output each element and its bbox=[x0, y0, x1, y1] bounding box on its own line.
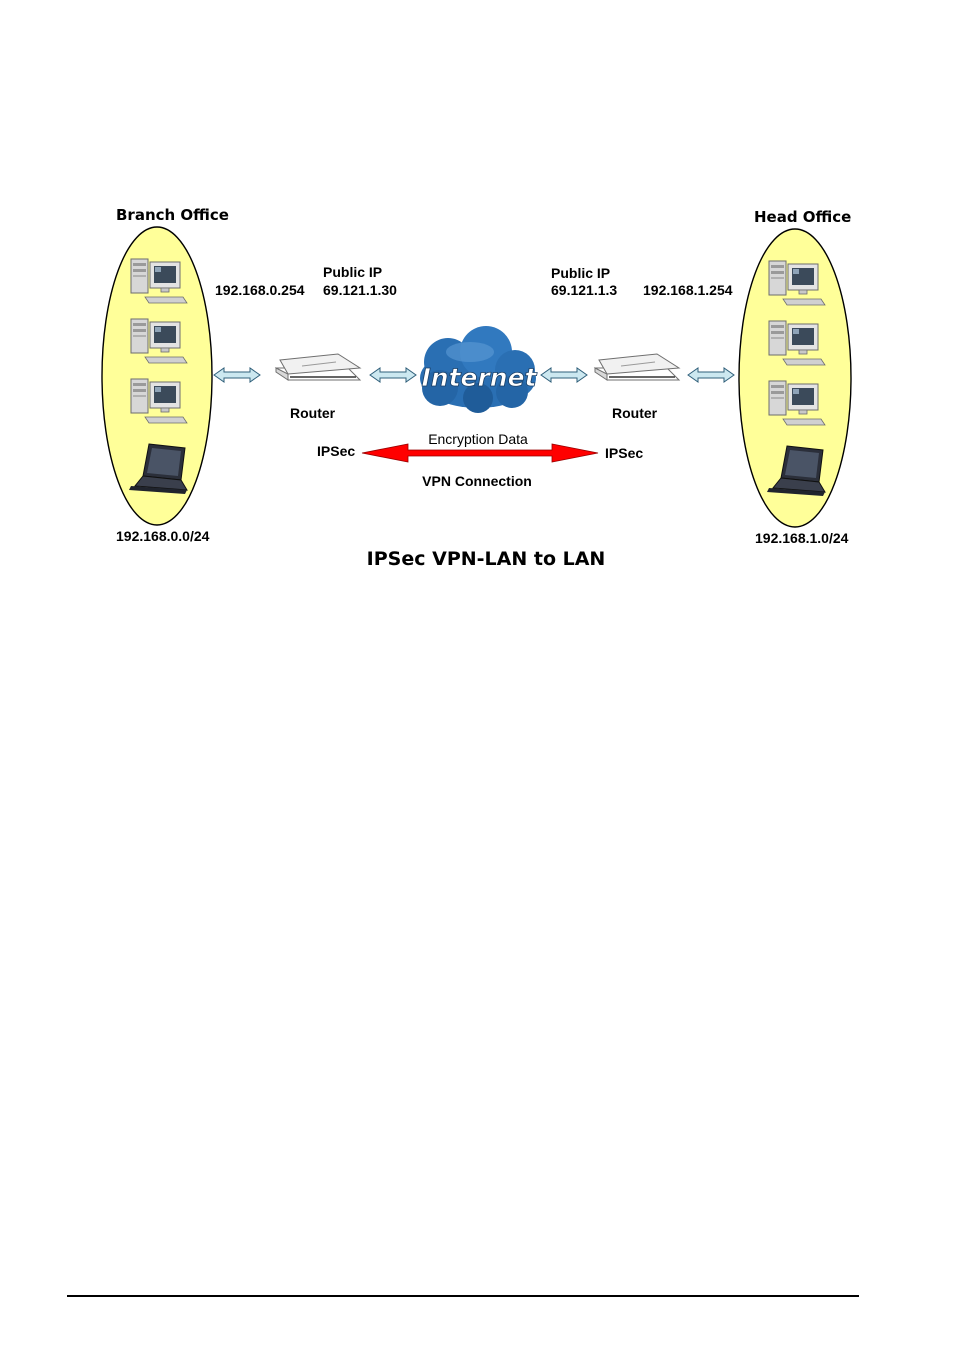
branch-office-title: Branch Office bbox=[116, 206, 229, 224]
internet-label: Internet bbox=[421, 363, 537, 392]
head-router-label: Router bbox=[612, 405, 658, 421]
page-footer-rule bbox=[67, 1295, 859, 1297]
diagram-caption: IPSec VPN-LAN to LAN bbox=[367, 548, 606, 570]
branch-public-ip-heading: Public IP bbox=[323, 264, 382, 280]
head-public-ip-value: 69.121.1.3 bbox=[551, 282, 617, 298]
branch-router-label: Router bbox=[290, 405, 336, 421]
branch-subnet-label: 192.168.0.0/24 bbox=[116, 528, 210, 544]
vpn-connection-label: VPN Connection bbox=[422, 473, 532, 489]
encryption-data-label: Encryption Data bbox=[428, 431, 528, 447]
branch-lan-ip-label: 192.168.0.254 bbox=[215, 282, 305, 298]
head-lan-ip-label: 192.168.1.254 bbox=[643, 282, 733, 298]
head-ipsec-label: IPSec bbox=[605, 445, 643, 461]
wan-link-arrow-icon bbox=[541, 368, 587, 382]
wan-link-arrow-icon bbox=[370, 368, 416, 382]
branch-public-ip-value: 69.121.1.30 bbox=[323, 282, 397, 298]
head-public-ip-heading: Public IP bbox=[551, 265, 610, 281]
head-subnet-label: 192.168.1.0/24 bbox=[755, 530, 849, 546]
branch-ipsec-label: IPSec bbox=[317, 443, 355, 459]
lan-link-arrow-icon bbox=[688, 368, 734, 382]
head-office-title: Head Office bbox=[754, 208, 851, 226]
router-icon bbox=[595, 354, 679, 380]
router-icon bbox=[276, 354, 360, 380]
lan-link-arrow-icon bbox=[214, 368, 260, 382]
